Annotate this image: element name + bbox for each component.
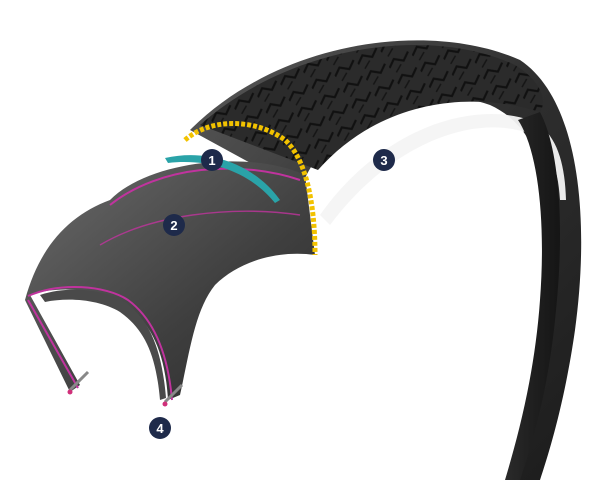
tread-edge-outline [183,121,318,256]
sidewall [505,112,560,480]
marker-2: 2 [163,214,185,236]
bead-wire [163,383,184,404]
casing-ply-line [27,299,79,389]
casing-ply-line [99,210,301,246]
marker-4-label: 4 [156,421,164,436]
tread-surface [200,45,543,170]
marker-4-circle [149,417,171,439]
marker-1-circle [201,149,223,171]
bead-end [67,389,73,395]
marker-3-circle [373,149,395,171]
marker-3: 3 [373,149,395,171]
casing-body [25,161,315,400]
casing-inner [40,289,166,400]
casing-ply-line [109,167,301,206]
marker-1: 1 [201,149,223,171]
marker-1-label: 1 [208,153,215,168]
marker-4: 4 [149,417,171,439]
reflective-stripe [320,114,566,225]
marker-3-label: 3 [380,153,387,168]
bead-wire [68,370,90,392]
marker-2-label: 2 [170,218,177,233]
casing-ply-line [27,285,173,401]
protection-belt [165,155,280,203]
bead-end [162,401,168,407]
marker-2-circle [163,214,185,236]
